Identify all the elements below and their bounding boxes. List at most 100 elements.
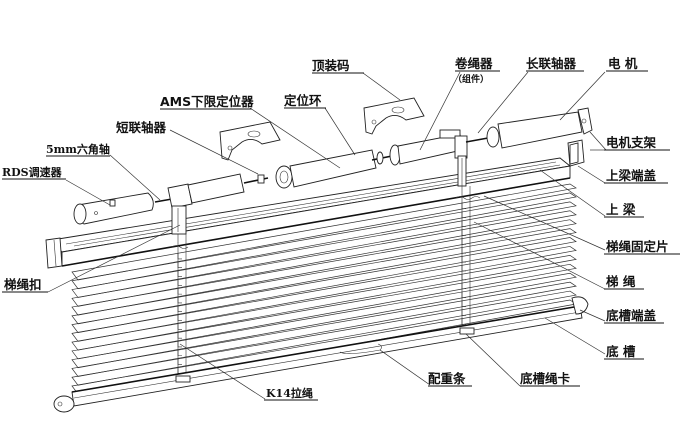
ladder-fixing-plate-right — [455, 196, 481, 200]
label-short-coupler: 短联轴器 — [116, 120, 167, 135]
ladder-rung — [461, 247, 466, 254]
cord-winder — [389, 129, 468, 187]
bottom-cord-lock-right — [459, 327, 475, 335]
slat — [71, 237, 577, 333]
ladder-rung — [177, 261, 182, 269]
ladder-fixing-plate-left — [171, 245, 189, 249]
slat — [71, 246, 577, 342]
ladder-rung — [461, 229, 466, 236]
label-text: AMS下限定位器 — [160, 94, 254, 109]
ladder-rung — [461, 282, 466, 290]
top-mount-clip-left — [219, 121, 281, 161]
label-ams-lower-limit: AMS下限定位器 — [160, 94, 254, 110]
ladder-rung — [177, 252, 182, 260]
label-text: 电 机 — [608, 56, 638, 71]
long-coupler — [465, 126, 500, 148]
rds-speed-controller — [73, 192, 154, 225]
slat — [71, 192, 577, 290]
ladder-rung — [177, 340, 182, 348]
ladder-rung — [177, 296, 182, 304]
slat — [71, 281, 577, 377]
slat — [71, 201, 577, 298]
label-positioning-ring: 定位环 — [283, 93, 326, 109]
label-motor: 电 机 — [606, 56, 648, 72]
ladder-rung — [461, 264, 466, 272]
label-cord-winder: 卷绳器 （组件） — [453, 56, 500, 85]
label-bottom-rail: 底 槽 — [604, 344, 644, 360]
bottom-cord-lock-left — [175, 375, 191, 383]
label-text: 顶装码 — [312, 58, 350, 73]
label-text: 电机支架 — [606, 135, 657, 150]
label-text: 底槽绳卡 — [520, 371, 571, 386]
label-top-mount-clip: 顶装码 — [312, 58, 364, 74]
label-head-rail: 上 梁 — [604, 202, 644, 218]
ladder-rung — [461, 238, 466, 245]
bottom-rail-end-cap-right — [571, 296, 589, 315]
label-lift-cord: K14拉绳 — [264, 386, 318, 401]
label-motor-bracket: 电机支架 — [604, 135, 670, 151]
label-text: RDS调速器 — [2, 165, 63, 179]
slat — [71, 210, 577, 307]
ladder-rung — [461, 300, 466, 307]
motor-bracket — [577, 107, 593, 135]
top-mount-clip-right — [363, 97, 425, 135]
leader-lines — [47, 71, 607, 400]
label-text: 上梁端盖 — [606, 168, 657, 183]
ladder-rung — [177, 332, 182, 339]
slat — [71, 263, 577, 360]
label-note: （组件） — [453, 73, 489, 85]
label-ladder-tape-clip: 梯绳扣 — [2, 277, 48, 293]
bottom-rail-end-cap-left — [53, 395, 75, 413]
ladder-rung — [461, 202, 466, 210]
head-rail-end-cap-right — [567, 139, 585, 167]
label-ladder-fixing-plate: 梯绳固定片 — [604, 239, 680, 255]
ladder-rung — [461, 256, 466, 263]
label-text: 底槽端盖 — [606, 308, 657, 323]
label-weight-bar: 配重条 — [428, 371, 472, 387]
ladder-rung — [177, 323, 182, 330]
label-text: K14拉绳 — [266, 386, 313, 400]
label-hex-shaft: 5mm六角轴 — [46, 142, 110, 157]
slat — [71, 290, 577, 386]
left-tube — [187, 173, 245, 204]
ladder-rung — [177, 270, 182, 277]
label-text: 5mm六角轴 — [46, 142, 110, 156]
label-ladder-tape: 梯 绳 — [604, 274, 644, 290]
label-text: 梯绳扣 — [4, 277, 42, 292]
ams-lower-limit — [275, 165, 293, 189]
slat — [71, 228, 577, 325]
ladder-rung — [177, 279, 182, 286]
label-head-rail-end-cap: 上梁端盖 — [604, 168, 668, 184]
label-text: 底 槽 — [606, 344, 636, 359]
slat — [71, 272, 577, 369]
ladder-rung — [177, 367, 182, 374]
motor — [497, 111, 583, 149]
label-text: 上 梁 — [606, 202, 636, 217]
ladder-rung — [177, 349, 182, 357]
label-long-coupler: 长联轴器 — [526, 56, 584, 72]
ladder-left — [177, 233, 187, 382]
hex-shaft — [154, 198, 173, 203]
label-rds-speed-controller: RDS调速器 — [2, 165, 66, 180]
ladder-rung — [177, 288, 182, 295]
positioning-ring — [371, 151, 393, 165]
label-text: 长联轴器 — [526, 56, 577, 71]
short-coupler — [243, 174, 269, 184]
ladder-rung — [177, 314, 182, 321]
label-text: 定位环 — [283, 93, 322, 108]
middle-tube — [289, 149, 377, 188]
bottom-rail — [71, 305, 583, 407]
ladder-rung — [461, 273, 466, 281]
ladder-rung — [461, 211, 466, 218]
label-text: 卷绳器 — [454, 56, 493, 71]
label-text: 梯绳固定片 — [606, 239, 669, 254]
label-bottom-rail-end-cap: 底槽端盖 — [604, 308, 664, 324]
ladder-rung — [461, 220, 466, 227]
slat — [71, 219, 577, 316]
slat — [71, 255, 577, 351]
ladder-right — [461, 186, 471, 334]
ladder-rung — [461, 291, 466, 298]
label-bottom-rail-cord-lock: 底槽绳卡 — [520, 371, 580, 387]
